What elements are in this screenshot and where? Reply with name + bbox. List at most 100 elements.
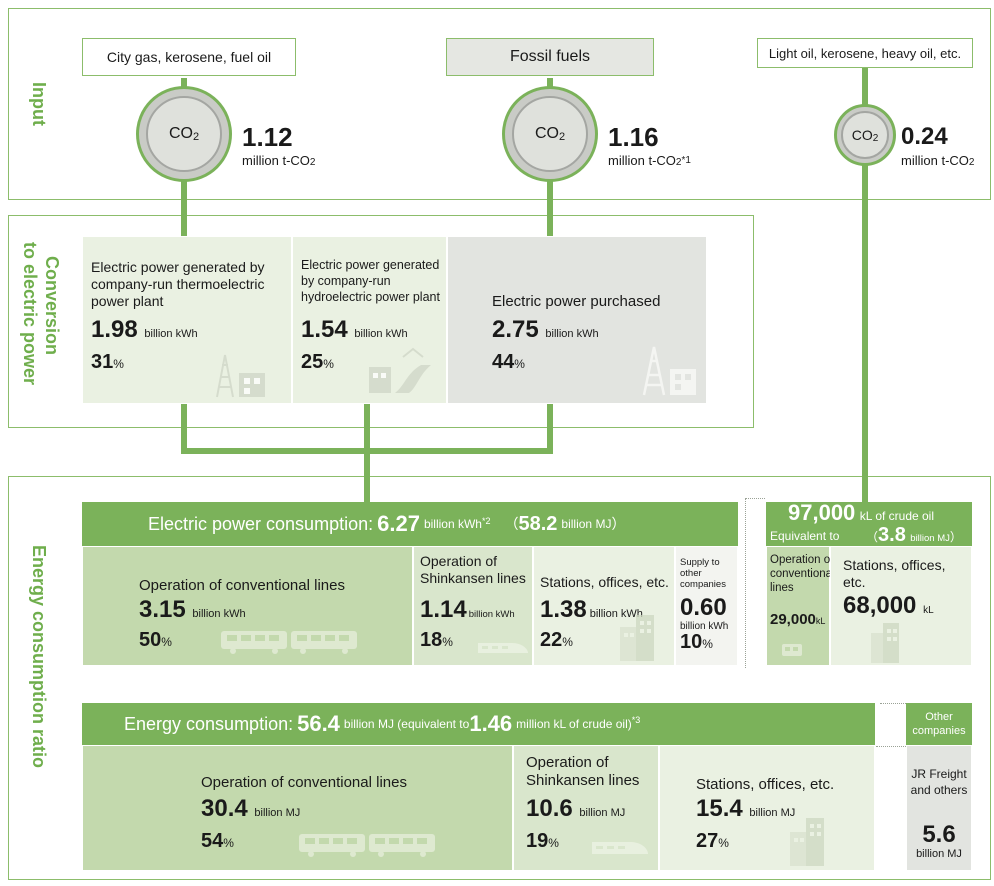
oil-stations-value: 68,000 kL bbox=[843, 592, 934, 619]
building-icon bbox=[790, 818, 824, 866]
oil-stations-cell: Stations, offices, etc. 68,000 kL bbox=[830, 546, 972, 666]
purchased-pct: 44% bbox=[492, 351, 525, 373]
purchased-value: 2.75 billion kWh bbox=[492, 316, 599, 343]
oil-conventional-value: 29,000kL bbox=[770, 611, 826, 628]
other-unit: billion MJ bbox=[916, 848, 962, 860]
line-thermo-out bbox=[181, 402, 187, 454]
oil-stations-label-1: Stations, offices, bbox=[843, 557, 946, 573]
elec-shinkansen-label-1: Operation of bbox=[420, 553, 498, 569]
hydro-value: 1.54 billion kWh bbox=[301, 316, 408, 343]
divider bbox=[880, 703, 906, 704]
energy-stations-value: 15.4 billion MJ bbox=[696, 795, 796, 822]
energy-header: Energy consumption: 56.4 billion MJ (equ… bbox=[82, 703, 875, 745]
source-city-gas: City gas, kerosene, fuel oil bbox=[82, 38, 296, 76]
other-value: 5.6 bbox=[922, 821, 956, 848]
building-icon bbox=[620, 615, 654, 661]
oil-conventional-cell: Operation of conventional lines 29,000kL bbox=[766, 546, 835, 666]
hydro-label-3: hydroelectric power plant bbox=[301, 290, 440, 304]
purchased-cell: Electric power purchased 2.75 billion kW… bbox=[447, 236, 707, 404]
other-label-2: and others bbox=[910, 783, 968, 797]
emission-1-unit: million t-CO2 bbox=[242, 153, 316, 168]
other-companies-cell: JR Freight and others 5.6 billion MJ bbox=[906, 745, 972, 871]
energy-conventional-label: Operation of conventional lines bbox=[201, 774, 407, 791]
power-plant-icon bbox=[216, 354, 265, 398]
shinkansen-icon bbox=[478, 643, 528, 653]
elec-conventional-cell: Operation of conventional lines 3.15 bil… bbox=[82, 546, 413, 666]
energy-shinkansen-label-1: Operation of bbox=[526, 754, 609, 771]
other-companies-header: Other companies bbox=[906, 703, 972, 745]
line-merge bbox=[181, 448, 553, 454]
oil-value: 97,000 bbox=[788, 500, 856, 525]
conversion-label-1: Conversion bbox=[42, 256, 62, 356]
energy-shinkansen-value: 10.6 billion MJ bbox=[526, 795, 626, 822]
oil-header: 97,000 kL of crude oil Equivalent to （3.… bbox=[766, 500, 972, 546]
transmission-tower-icon bbox=[642, 346, 696, 396]
oil-stations-label-2: etc. bbox=[843, 574, 866, 590]
input-label: Input bbox=[29, 82, 49, 126]
hydro-label-1: Electric power generated bbox=[301, 258, 440, 272]
emission-2-value: 1.16 bbox=[608, 122, 659, 152]
energy-shinkansen-label-2: Shinkansen lines bbox=[526, 772, 640, 789]
elec-conventional-value: 3.15 billion kWh bbox=[139, 596, 246, 623]
hydro-pct: 25% bbox=[301, 351, 334, 373]
thermo-pct: 31% bbox=[91, 351, 124, 373]
line-hydro-out bbox=[364, 402, 370, 512]
hydro-label-2: by company-run bbox=[301, 274, 391, 288]
elec-supply-pct: 10% bbox=[680, 631, 713, 653]
other-label-1: JR Freight bbox=[911, 767, 967, 781]
oil-conventional-label-3: lines bbox=[770, 582, 794, 594]
source-fossil-fuels: Fossil fuels bbox=[446, 38, 654, 76]
energy-shinkansen-cell: Operation of Shinkansen lines 10.6 billi… bbox=[513, 745, 659, 871]
thermo-label-2: company-run thermoelectric bbox=[91, 276, 265, 292]
elec-stations-label: Stations, offices, etc. bbox=[540, 574, 669, 590]
thermo-value: 1.98 billion kWh bbox=[91, 316, 198, 343]
elec-shinkansen-label-2: Shinkansen lines bbox=[420, 570, 526, 586]
oil-equivalent: Equivalent to bbox=[770, 529, 840, 543]
thermo-label-3: power plant bbox=[91, 293, 164, 309]
divider bbox=[745, 498, 746, 668]
thermo-cell: Electric power generated by company-run … bbox=[82, 236, 292, 404]
divider bbox=[745, 498, 765, 499]
energy-conventional-pct: 54% bbox=[201, 830, 234, 852]
elec-supply-cell: Supply to other companies 0.60 billion k… bbox=[675, 546, 738, 666]
emission-3-value: 0.24 bbox=[901, 123, 948, 150]
elec-stations-pct: 22% bbox=[540, 629, 573, 651]
energy-stations-label: Stations, offices, etc. bbox=[696, 776, 835, 793]
energy-conventional-value: 30.4 billion MJ bbox=[201, 795, 301, 822]
bus-icon bbox=[782, 644, 802, 656]
divider bbox=[876, 746, 906, 747]
elec-supply-label-1: Supply to other bbox=[680, 557, 720, 579]
train-icon bbox=[221, 631, 357, 654]
energy-stations-cell: Stations, offices, etc. 15.4 billion MJ … bbox=[659, 745, 875, 871]
line-purchased-out bbox=[547, 402, 553, 454]
emission-1-value: 1.12 bbox=[242, 122, 293, 152]
emission-2-unit: million t-CO2*1 bbox=[608, 153, 691, 168]
oil-conventional-label-1: Operation of bbox=[770, 554, 834, 566]
line-oil-in bbox=[862, 68, 868, 504]
elec-supply-value: 0.60 bbox=[680, 594, 727, 621]
hydro-cell: Electric power generated by company-run … bbox=[292, 236, 447, 404]
energy-conventional-cell: Operation of conventional lines 30.4 bil… bbox=[82, 745, 513, 871]
energy-shinkansen-pct: 19% bbox=[526, 830, 559, 852]
oil-conventional-label-2: conventional bbox=[770, 568, 835, 580]
dam-icon bbox=[369, 347, 431, 393]
energy-stations-pct: 27% bbox=[696, 830, 729, 852]
elec-supply-unit: billion kWh bbox=[680, 621, 729, 632]
thermo-label-1: Electric power generated by bbox=[91, 259, 265, 275]
shinkansen-icon bbox=[592, 842, 648, 854]
conversion-label-2: to electric power bbox=[20, 242, 40, 386]
emission-3-unit: million t-CO2 bbox=[901, 153, 975, 168]
building-icon bbox=[871, 623, 899, 663]
electric-header: Electric power consumption: 6.27 billion… bbox=[82, 502, 738, 546]
elec-shinkansen-pct: 18% bbox=[420, 629, 453, 651]
energy-label: Energy consumption ratio bbox=[29, 545, 49, 769]
